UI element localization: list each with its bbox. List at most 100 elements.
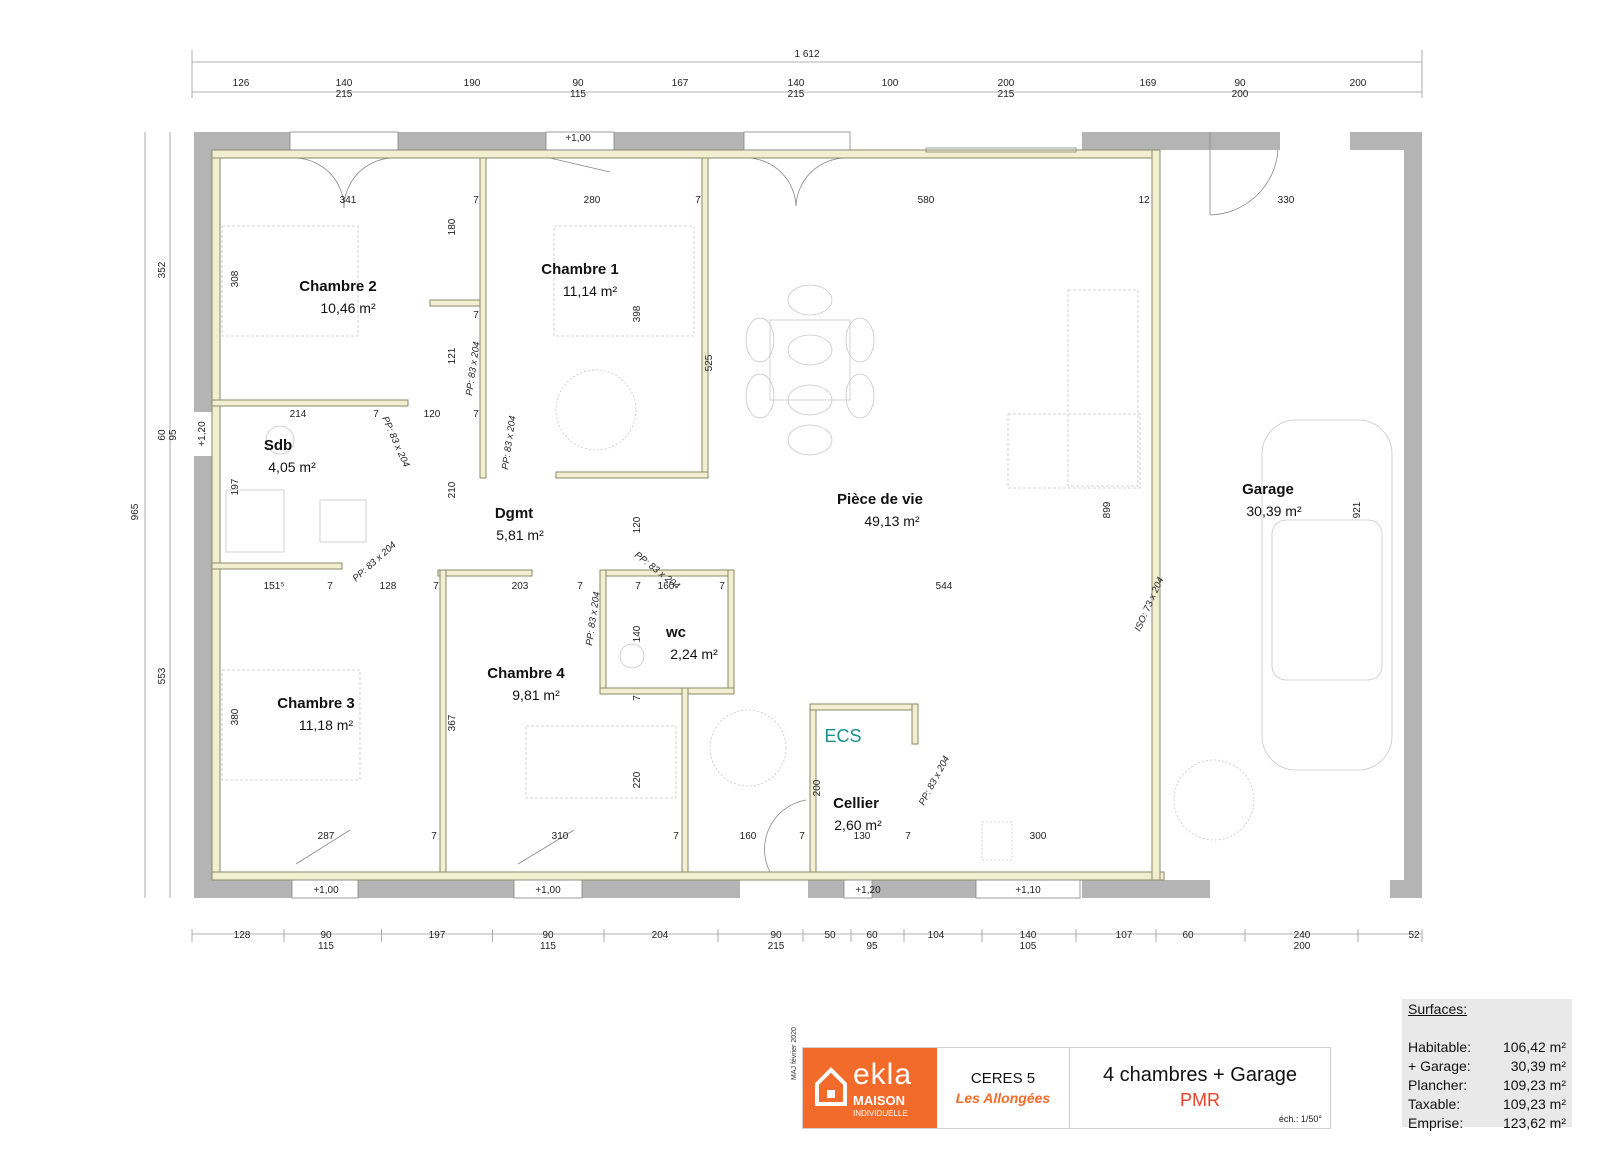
interior-dim-label: 140 [632,625,643,642]
room-chambre-3-name: Chambre 3 [277,695,355,712]
model-box: CERES 5 Les Allongées [937,1048,1070,1128]
door-label: PP: 83 x 204 [351,540,399,585]
bottom-dim-label: 140 [1020,930,1037,941]
interior-dim-label: 341 [340,195,357,206]
interior-dim-label: 544 [936,581,953,592]
sill-height: +1,20 [197,421,208,447]
interior-dim-label: 308 [230,270,241,287]
interior-dim-label: 200 [812,779,823,796]
bottom-dim-label-secondary: 215 [768,941,785,952]
room-piece-de-vie-area: 49,13 m² [864,513,920,529]
surface-label: Emprise: [1408,1115,1464,1131]
interior-dim-label: 580 [918,195,935,206]
interior-dim-label: 921 [1352,501,1363,518]
top-dim-label: 169 [1140,78,1157,89]
description-box: 4 chambres + Garage PMR éch.: 1/50° [1070,1048,1330,1128]
surface-value: 30,39 m² [1510,1058,1566,1074]
outer-walls [194,132,1422,898]
sill-height: +1,00 [313,885,339,896]
sill-height: +1,20 [855,885,881,896]
interior-dim-label: 7 [905,831,911,842]
top-openings [289,131,1279,216]
bottom-dim-label: 90 [770,930,782,941]
bottom-dim-label: 107 [1116,930,1133,941]
interior-dim-label: 7 [799,831,805,842]
ekla-logo: ekla MAISON INDIVIDUELLE [803,1048,937,1128]
interior-dim-label: 120 [632,516,643,533]
room-cellier-area: 2,60 m² [834,817,882,833]
top-dim-label: 126 [233,78,250,89]
model-name: CERES 5 [970,1070,1036,1087]
bottom-openings [291,799,1081,899]
top-dim-label: 140 [788,78,805,89]
interior-dim-label: 203 [512,581,529,592]
interior-dim-label: 7 [473,195,479,206]
interior-dim-label: 7 [473,310,479,321]
sill-height: +1,10 [1015,885,1041,896]
bottom-dim-label: 197 [429,930,446,941]
top-dim-label: 200 [1350,78,1367,89]
surface-label: + Garage: [1408,1058,1471,1074]
interior-dim-label: 7 [673,831,679,842]
bottom-dim-label: 240 [1294,930,1311,941]
title-block: ekla MAISON INDIVIDUELLE MAJ février 202… [791,1027,1331,1129]
interior-dim-label: 367 [447,714,458,731]
interior-dim-label: 160 [658,581,675,592]
interior-dim-label: 310 [552,831,569,842]
interior-dim-label: 7 [577,581,583,592]
surface-value: 123,62 m² [1502,1115,1566,1131]
ecs-label: ECS [824,726,861,746]
bottom-dim-label: 60 [1182,930,1194,941]
surfaces-title: Surfaces: [1408,1001,1468,1017]
interior-dim-label: 380 [230,708,241,725]
room-chambre-1-name: Chambre 1 [541,261,619,278]
interior-dim-label: 287 [318,831,335,842]
left-dimension-lines [144,132,171,898]
door-label: PP: 83 x 204 [500,415,518,470]
interior-dim-label: 7 [632,695,643,701]
interior-dim-label: 7 [473,409,479,420]
interior-dim-label: 7 [431,831,437,842]
interior-dim-label: 220 [632,771,643,788]
surfaces-row: Plancher:109,23 m² [1408,1077,1566,1093]
interior-dim-label: 121 [447,347,458,364]
interior-dim-label: 7 [635,581,641,592]
top-dim-label-secondary: 200 [1232,89,1249,100]
bottom-dim-label-secondary: 115 [318,941,334,952]
room-chambre-2-name: Chambre 2 [299,278,377,295]
surfaces-row: + Garage: 30,39 m² [1408,1058,1566,1074]
top-dimension-lines [191,50,1423,98]
bottom-dim-label-secondary: 115 [540,941,556,952]
top-dim-label: 167 [672,78,689,89]
top-dim-label: 200 [998,78,1015,89]
interior-dim-label: 7 [327,581,333,592]
interior-dim-label: 197 [230,478,241,495]
interior-dim-label: 899 [1102,501,1113,518]
room-labels: Chambre 2 10,46 m² Chambre 1 11,14 m² Sd… [264,261,1302,833]
left-dim-352: 352 [157,261,168,278]
bottom-dim-label: 90 [320,930,332,941]
top-dim-label-secondary: 215 [998,89,1015,100]
top-dim-label-secondary: 115 [570,89,586,100]
left-dim-60: 60 [157,429,168,441]
logo-line-2: INDIVIDUELLE [853,1109,908,1118]
top-dim-label: 140 [336,78,353,89]
logo-word: ekla [853,1058,913,1091]
room-sdb-area: 4,05 m² [268,459,316,475]
interior-dim-label: 151⁵ [264,581,285,592]
room-dgmt-area: 5,81 m² [496,527,544,543]
update-date: MAJ février 2020 [791,1027,798,1080]
scale-label: éch.: 1/50° [1278,1114,1322,1124]
bottom-dim-label-secondary: 95 [866,941,878,952]
interior-dim-label: 7 [695,195,701,206]
room-chambre-1-area: 11,14 m² [563,283,618,299]
left-dim-95: 95 [168,429,179,441]
interior-dim-label: 130 [854,831,871,842]
interior-dim-label: 300 [1030,831,1047,842]
interior-dim-label: 160 [740,831,757,842]
left-dim-553: 553 [157,667,168,684]
